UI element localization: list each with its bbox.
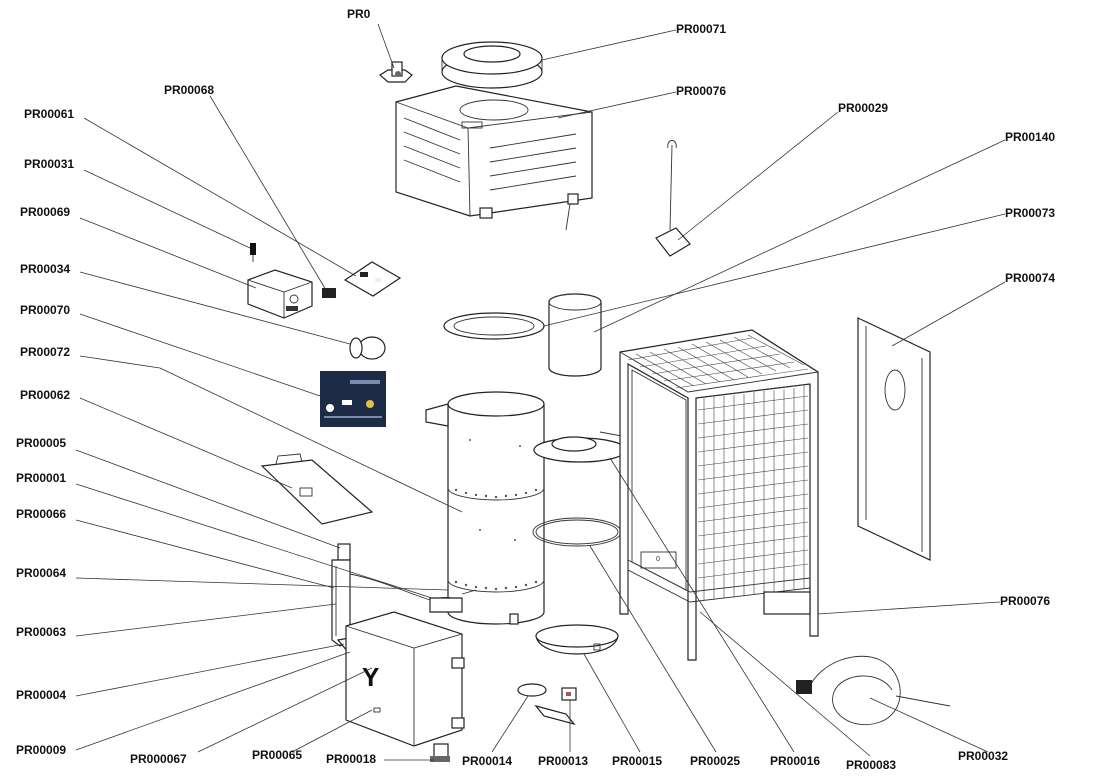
label-pr00016: PR00016 [770, 754, 820, 768]
part-pr00034-fan [349, 336, 386, 360]
part-pr00074-side-panel [857, 317, 931, 561]
label-pr00069: PR00069 [20, 205, 70, 219]
label-pr00140: PR00140 [1005, 130, 1055, 144]
part-pr00072-drum [425, 391, 545, 625]
part-pr00025-wire-ring [532, 517, 622, 547]
label-pr00031: PR00031 [24, 157, 74, 171]
part-pr00016-top-ring [533, 431, 627, 463]
label-pr00009: PR00009 [16, 743, 66, 757]
part-pr00076-frame: 0 [619, 329, 819, 661]
label-pr00076-right: PR00076 [1000, 594, 1050, 608]
label-pr00034: PR00034 [20, 262, 70, 276]
label-pr00070: PR00070 [20, 303, 70, 317]
part-pr00076-hood [395, 85, 593, 231]
label-pr00071: PR00071 [676, 22, 726, 36]
part-pr00064-vertical-pipe [331, 559, 351, 647]
label-pr00025: PR00025 [690, 754, 740, 768]
part-pr00070-control-panel [320, 371, 386, 427]
part-pr00009-water-tank: Y [345, 611, 465, 747]
part-pr00069-junction-box [247, 269, 313, 319]
label-pr00083: PR00083 [846, 758, 896, 772]
part-labels: PR0 PR00071 PR00076 PR00068 PR00061 PR00… [16, 7, 1055, 772]
label-pr00013: PR00013 [538, 754, 588, 768]
label-pr00015: PR00015 [612, 754, 662, 768]
label-pr00001: PR00001 [16, 471, 66, 485]
part-pr0-valve [378, 61, 413, 83]
label-pr00062: PR00062 [20, 388, 70, 402]
label-pr00076-top: PR00076 [676, 84, 726, 98]
label-pr000067: PR000067 [130, 752, 187, 766]
part-pr00140-cylinder [548, 293, 602, 377]
label-pr00018: PR00018 [326, 752, 376, 766]
label-pr00004: PR00004 [16, 688, 66, 702]
label-pr00005: PR00005 [16, 436, 66, 450]
label-pr00063: PR00063 [16, 625, 66, 639]
part-pr00001-thermostat [349, 573, 477, 613]
label-pr00032: PR00032 [958, 749, 1008, 763]
label-pr00061: PR00061 [24, 107, 74, 121]
part-pr00061-circuit-board [343, 261, 402, 297]
label-pr00074: PR00074 [1005, 271, 1055, 285]
part-pr00014-bracket [517, 683, 576, 726]
label-pr00064: PR00064 [16, 566, 66, 580]
label-pr0: PR0 [347, 7, 371, 21]
label-pr00068: PR00068 [164, 83, 214, 97]
part-pr00015-ash-pan [535, 624, 619, 655]
label-pr00066: PR00066 [16, 507, 66, 521]
part-pr00013-clip [561, 687, 577, 701]
label-pr00014: PR00014 [462, 754, 512, 768]
part-pr00068-switch [322, 288, 336, 298]
part-pr00062-plate [260, 453, 374, 525]
svg-text:0: 0 [656, 556, 660, 563]
part-pr00073-ring [443, 312, 545, 340]
label-pr00073: PR00073 [1005, 206, 1055, 220]
label-pr00072: PR00072 [20, 345, 70, 359]
label-pr00029: PR00029 [838, 101, 888, 115]
tank-mark-letter: Y [362, 662, 379, 692]
part-pr00018-drain-valve [430, 743, 450, 762]
part-pr00031-sensor [250, 243, 256, 262]
part-pr00071-lid [441, 41, 543, 89]
part-pr00029-scoop [655, 140, 691, 257]
part-pr00032-power-cord [796, 655, 951, 726]
leader-lines [75, 23, 1006, 761]
label-pr00065: PR00065 [252, 748, 302, 762]
part-pr00005-pipe-cap [337, 543, 351, 561]
